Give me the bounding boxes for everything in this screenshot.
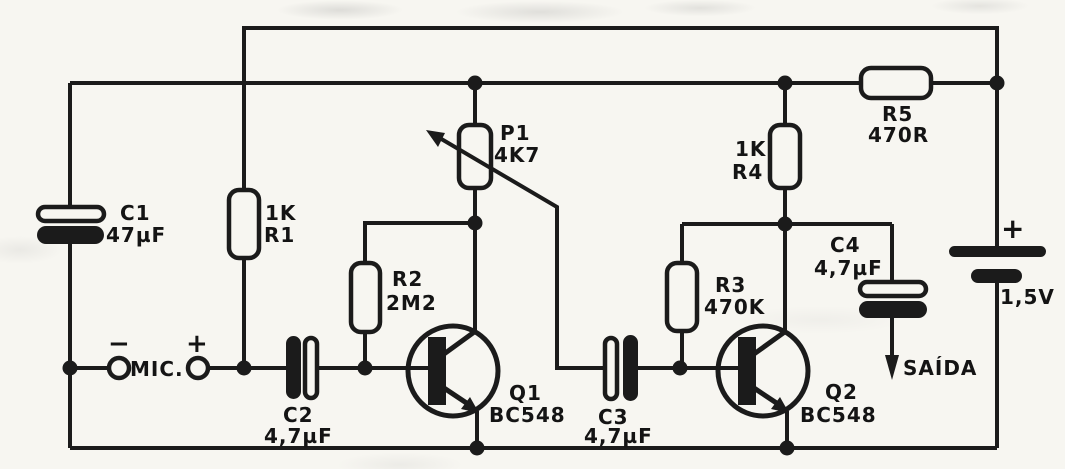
resistor-r3-body	[664, 260, 700, 334]
q2-ref-label: Q2	[825, 380, 858, 404]
mic-plus-label: +	[186, 329, 208, 359]
q1-base-bar	[428, 337, 446, 405]
junction-dot	[777, 216, 793, 232]
junction-dot	[469, 440, 485, 456]
battery-value-label: 1,5V	[1000, 285, 1055, 309]
q1-collector-stroke	[442, 327, 479, 357]
q2-base-bar	[738, 337, 756, 405]
battery-plate-long	[949, 246, 1046, 257]
c2-plate-positive	[302, 335, 320, 401]
q1-envelope	[405, 323, 501, 419]
output-arrow-head	[885, 355, 899, 380]
c4-value-label: 4,7µF	[814, 256, 883, 280]
capacitor-c3-symbol	[602, 335, 638, 402]
r4-value-label: 1K	[735, 137, 767, 161]
r1-value-label: 1K	[265, 201, 297, 225]
c2-plate-negative	[286, 336, 301, 399]
junction-dot	[62, 360, 78, 376]
labels: C1 47µF − MIC. + 1K R1 C2 4,7µF R2 2M2 P…	[106, 102, 1055, 448]
c3-value-label: 4,7µF	[584, 424, 653, 448]
c4-ref-label: C4	[830, 233, 861, 257]
q1-emitter-arrow	[461, 397, 479, 413]
junction-dot	[467, 215, 483, 231]
mic-minus-terminal	[106, 355, 132, 381]
junction-dot	[777, 75, 793, 91]
wire-r2-feedback	[363, 221, 475, 263]
junction-dot	[989, 75, 1005, 91]
c3-ref-label: C3	[598, 405, 629, 429]
c1-value-label: 47µF	[106, 223, 166, 247]
q2-collector-stroke	[752, 328, 788, 357]
junction-dot	[236, 360, 252, 376]
battery-symbol	[949, 246, 1046, 283]
resistor-r1-body	[226, 187, 262, 261]
q1-emitter-stroke	[442, 385, 470, 407]
c1-ref-label: C1	[120, 201, 151, 225]
transistor-q1-symbol	[405, 323, 501, 419]
c2-value-label: 4,7µF	[264, 424, 333, 448]
p1-ref-label: P1	[500, 121, 531, 145]
wire-top-rail	[242, 26, 999, 190]
p1-value-label: 4K7	[494, 143, 540, 167]
c4-plate-negative	[859, 301, 927, 318]
mic-label: MIC.	[130, 357, 184, 381]
potentiometer-p1-symbol	[426, 122, 494, 191]
c1-plate-positive	[35, 204, 107, 224]
r5-ref-label: R5	[882, 102, 913, 126]
transistor-q2-symbol	[715, 323, 811, 419]
r3-value-label: 470K	[704, 295, 766, 319]
resistor-r4-body	[767, 122, 803, 191]
q1-ref-label: Q1	[509, 381, 542, 405]
r3-ref-label: R3	[715, 273, 746, 297]
r4-ref-label: R4	[732, 160, 763, 184]
r1-ref-label: R1	[264, 223, 295, 247]
junction-dot	[357, 360, 373, 376]
mic-plus-terminal	[185, 355, 211, 381]
junction-dot	[779, 440, 795, 456]
potentiometer-p1-body	[456, 122, 494, 191]
wire-p1-wiper	[436, 135, 605, 370]
q2-emitter-arrow	[771, 397, 789, 413]
c1-plate-negative	[37, 226, 104, 244]
junction-dots	[62, 75, 1005, 456]
mic-terminals	[106, 355, 211, 381]
r5-value-label: 470R	[868, 123, 929, 147]
capacitor-c1-symbol	[35, 204, 107, 244]
c4-plate-positive	[857, 279, 929, 299]
r2-value-label: 2M2	[386, 291, 437, 315]
mic-minus-label: −	[108, 329, 130, 359]
c2-ref-label: C2	[283, 403, 314, 427]
q2-envelope	[715, 323, 811, 419]
junction-dot	[467, 75, 483, 91]
output-label: SAÍDA	[903, 356, 977, 380]
battery-plate-short	[971, 269, 1022, 283]
resistor-r2-body	[348, 260, 383, 335]
c3-plate-negative	[623, 335, 638, 401]
capacitor-c2-symbol	[286, 335, 320, 401]
q2-value-label: BC548	[800, 403, 877, 427]
q2-emitter-stroke	[752, 385, 780, 407]
battery-plus-label: +	[1001, 212, 1024, 245]
junction-dot	[672, 360, 688, 376]
q1-value-label: BC548	[489, 403, 566, 427]
c3-plate-positive	[602, 335, 620, 402]
capacitor-c4-symbol	[857, 279, 929, 318]
resistor-r5-body	[858, 65, 934, 101]
p1-arrow-head	[426, 130, 445, 147]
r2-ref-label: R2	[392, 267, 423, 291]
